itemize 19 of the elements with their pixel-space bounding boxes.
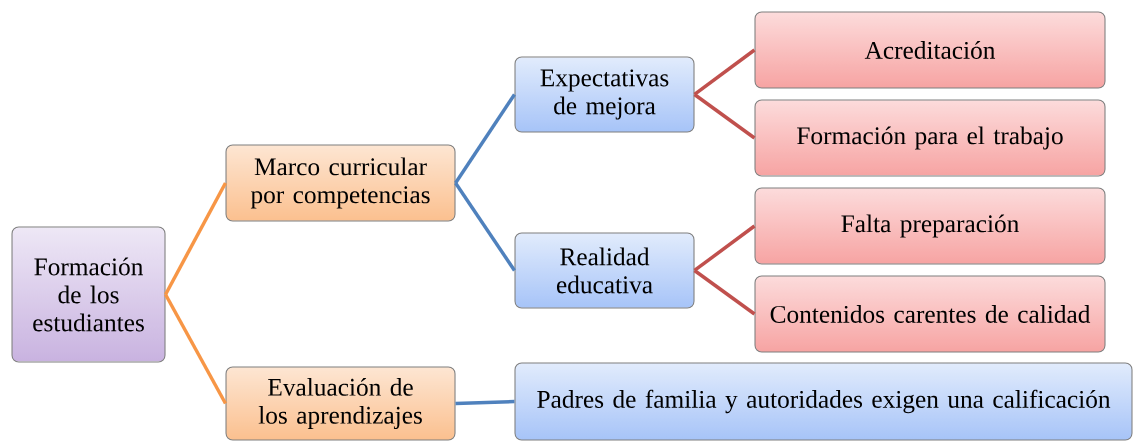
text-box: Falta preparación: [754, 187, 1106, 265]
text-box: Acreditación: [754, 11, 1106, 89]
text-box: Realidad educativa: [514, 232, 695, 309]
connector-line: [164, 293, 227, 405]
text-box: Evaluación de los aprendizajes: [225, 366, 456, 441]
connector-line: [455, 399, 515, 406]
text-box: Formación de los estudiantes: [11, 226, 166, 363]
text-box: Marco curricular por competencias: [225, 144, 456, 222]
connector-line: [693, 269, 756, 316]
text-box: Expectativas de mejora: [514, 56, 695, 133]
connector-line: [693, 224, 756, 272]
text-box: Contenidos carentes de calidad: [754, 275, 1106, 353]
connector-line: [454, 182, 516, 272]
text-box: Padres de familia y autoridades exigen una calificación: [514, 362, 1133, 441]
connector-line: [454, 93, 516, 184]
connector-line: [693, 93, 756, 140]
text-box: Formación para el trabajo: [754, 99, 1106, 177]
connector-line: [164, 182, 227, 296]
connector-line: [693, 48, 756, 96]
